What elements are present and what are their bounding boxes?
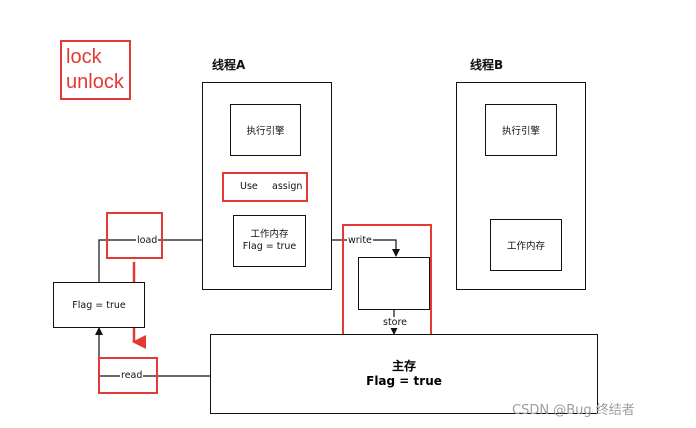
load-highlight [106,212,163,259]
assign-label: assign [271,181,304,192]
main-memory: 主存 Flag = true [210,334,598,414]
lock-unlock-legend: lock unlock [60,40,131,100]
csdn-watermark: CSDN @Bug 终结者 [512,403,635,418]
thread-b-execution-engine: 执行引擎 [485,104,557,156]
lock-label: lock [66,46,102,68]
read-label: read [120,370,144,381]
thread-a-flag-value: Flag = true [242,241,297,252]
thread-a-working-memory: 工作内存 Flag = true [233,215,306,267]
use-label: Use [239,181,259,192]
main-memory-flag: Flag = true [366,374,442,388]
read-highlight [98,357,158,394]
write-arrow [306,239,400,257]
write-label: write [347,235,373,246]
unlock-label: unlock [66,71,124,93]
thread-a-title: 线程A [212,58,246,72]
store-intermediate-box [358,257,430,310]
thread-b-title: 线程B [470,58,504,72]
thread-b-working-memory: 工作内存 [490,219,562,271]
flag-box: Flag = true [53,282,145,328]
thread-a-execution-engine: 执行引擎 [230,104,301,156]
load-arrow [98,236,232,282]
main-memory-title: 主存 [391,359,416,373]
load-label: load [136,235,159,246]
thread-a-working-memory-label: 工作内存 [250,229,289,240]
store-label: store [382,317,409,328]
